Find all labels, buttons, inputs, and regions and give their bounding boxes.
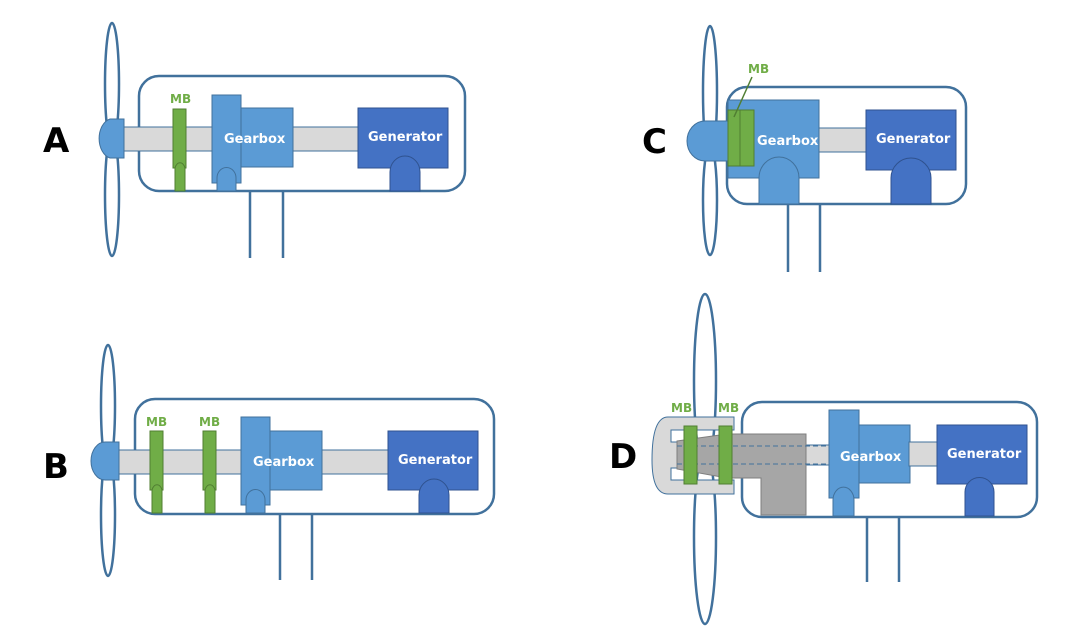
main-bearing-label-1: MB	[146, 415, 167, 429]
panel-letter: C	[642, 122, 667, 162]
main-bearing	[172, 108, 187, 169]
gearbox-support	[245, 489, 266, 514]
panel-d: D MB MB Gearbox Generator	[609, 292, 1039, 626]
main-bearing-support-2	[204, 484, 216, 514]
main-bearing-label-2: MB	[718, 401, 739, 415]
panel-a: A MB Gearbox Generator	[43, 21, 467, 258]
high-speed-shaft	[908, 441, 938, 467]
gearbox-label: Gearbox	[253, 455, 315, 470]
gearbox-support	[216, 167, 237, 192]
panel-c: C MB Gearbox Generator	[642, 24, 968, 272]
main-bearing-label: MB	[748, 62, 769, 76]
main-bearing-1	[149, 430, 164, 491]
panel-letter: B	[43, 447, 69, 487]
main-shaft	[818, 127, 868, 153]
main-bearing-support	[174, 162, 186, 192]
gearbox-body	[857, 424, 911, 484]
generator-support	[418, 478, 450, 514]
gearbox-label: Gearbox	[840, 450, 902, 465]
main-bearing-label-2: MB	[199, 415, 220, 429]
main-bearing-1	[683, 425, 698, 485]
main-bearing-2	[718, 425, 733, 485]
generator-support	[389, 155, 421, 192]
panel-b: B MB MB Gearbox Generator	[43, 343, 496, 580]
generator-support	[890, 157, 932, 205]
generator-label: Generator	[947, 447, 1022, 462]
main-bearing-right	[739, 109, 755, 167]
generator-body	[936, 424, 1028, 485]
main-bearing-label-1: MB	[671, 401, 692, 415]
hub	[98, 118, 125, 159]
hub	[90, 441, 120, 481]
gearbox-label: Gearbox	[757, 134, 819, 149]
main-bearing-left	[727, 109, 741, 167]
gearbox-support	[758, 156, 800, 205]
main-bearing-leader-line	[733, 76, 753, 118]
gearbox-support	[832, 486, 855, 517]
panel-letter: D	[609, 437, 637, 477]
gearbox-body	[239, 107, 294, 168]
generator-label: Generator	[398, 453, 473, 468]
generator-label: Generator	[368, 130, 443, 145]
main-bearing-label: MB	[170, 92, 191, 106]
generator-label: Generator	[876, 132, 951, 147]
main-bearing-2	[202, 430, 217, 491]
gearbox-label: Gearbox	[224, 132, 286, 147]
hub	[686, 120, 729, 162]
panel-letter: A	[43, 121, 70, 161]
generator-support	[964, 477, 995, 517]
gearbox-front	[828, 409, 860, 499]
main-bearing-support-1	[151, 484, 163, 514]
